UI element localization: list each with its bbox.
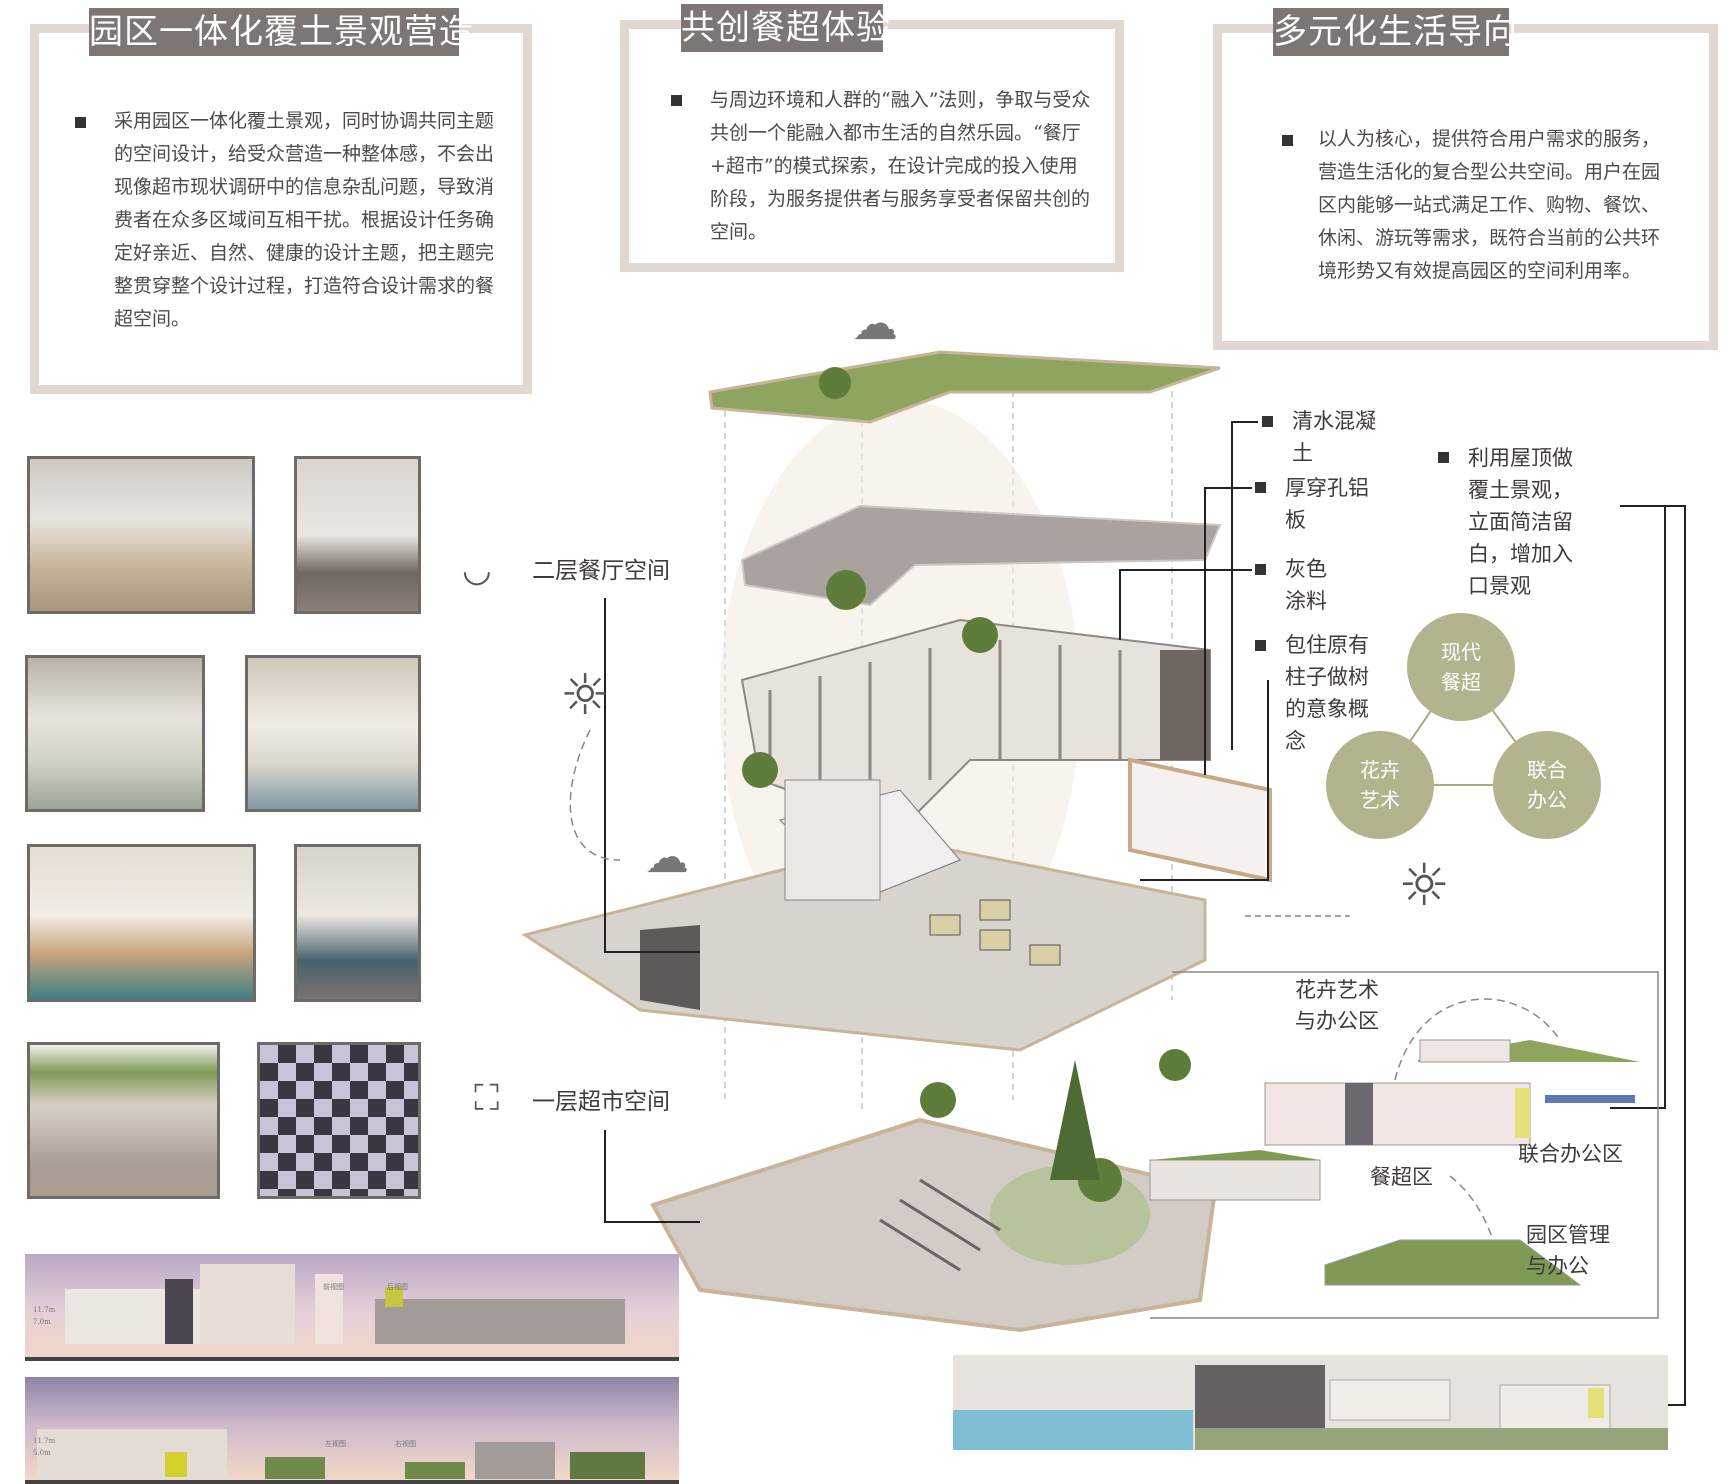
material-label: 灰色涂料 [1285, 557, 1327, 613]
elevation-view-label: 后视图 [387, 1283, 408, 1291]
concept-label: 花卉艺术 [1360, 758, 1400, 812]
elevation-level: 7.0m [33, 1318, 51, 1326]
bullet-icon [1255, 564, 1266, 575]
concept-flower-art: 花卉艺术 [1326, 731, 1434, 839]
interior-render [27, 844, 256, 1002]
panel-landscape: 采用园区一体化覆土景观，同时协调共同主题的空间设计，给受众营造一种整体感，不会出… [30, 24, 532, 394]
bullet-icon [1282, 135, 1293, 146]
zone-label: 园区管理与办公 [1526, 1223, 1610, 1278]
interior-render [294, 456, 421, 614]
interior-render [245, 655, 421, 812]
zone-label: 餐超区 [1370, 1165, 1433, 1189]
sun-icon: ☼ [560, 663, 611, 728]
concept-modern-dining-market: 现代餐超 [1407, 613, 1515, 721]
zone-label: 联合办公区 [1518, 1142, 1623, 1166]
panel-title: 共创餐超体验 [681, 4, 890, 52]
bullet-icon [1438, 452, 1449, 463]
rain-cloud-icon: ☁ [645, 832, 689, 883]
bullet-icon [1262, 416, 1273, 427]
shopping-basket-icon: ⛶ [474, 1078, 500, 1119]
elevation-view-label: 右视图 [395, 1440, 416, 1448]
elevation-level: 5.0m [33, 1449, 51, 1457]
bullet-icon [1255, 640, 1266, 651]
noodle-bowl-icon: ◡ [462, 550, 492, 590]
elevation-view-label: 左视图 [325, 1440, 346, 1448]
bullet-icon [1255, 482, 1266, 493]
panel-body: 与周边环境和人群的“融入”法则，争取与受众共创一个能融入都市生活的自然乐园。“餐… [710, 89, 1091, 243]
panel-body: 以人为核心，提供符合用户需求的服务，营造生活化的复合型公共空间。用户在园区内能够… [1318, 128, 1661, 282]
panel-title: 园区一体化覆土景观营造 [89, 8, 473, 56]
bullet-icon [75, 117, 86, 128]
elevation-level: 11.7m [33, 1306, 56, 1314]
panel-cocreate: 与周边环境和人群的“融入”法则，争取与受众共创一个能融入都市生活的自然乐园。“餐… [620, 20, 1124, 272]
material-label: 包住原有柱子做树的意象概念 [1285, 633, 1369, 753]
elevation-view-label: 前视图 [323, 1283, 344, 1291]
concept-label: 现代餐超 [1441, 640, 1481, 694]
interior-render [294, 844, 421, 1002]
elevation-front: 11.7m 7.0m 前视图 后视图 [25, 1254, 679, 1361]
elevation-level: 11.7m [33, 1437, 56, 1445]
roof-note: 利用屋顶做覆土景观，立面简洁留白，增加入口景观 [1468, 446, 1573, 598]
floor-label-lower: 一层超市空间 [532, 1089, 670, 1115]
panel-body: 采用园区一体化覆土景观，同时协调共同主题的空间设计，给受众营造一种整体感，不会出… [114, 110, 495, 330]
concept-cowork: 联合办公 [1493, 731, 1601, 839]
floor-label-upper: 二层餐厅空间 [532, 558, 670, 584]
sun-icon: ☼ [1398, 851, 1450, 919]
concept-label: 联合办公 [1527, 758, 1567, 812]
material-label: 厚穿孔铝板 [1285, 476, 1369, 532]
material-label: 清水混凝土 [1292, 409, 1376, 465]
panel-title: 多元化生活导向 [1273, 8, 1517, 56]
interior-render [27, 456, 255, 614]
interior-render [25, 655, 205, 812]
ceiling-render [257, 1042, 421, 1199]
rain-cloud-icon: ☁ [852, 296, 898, 350]
bullet-icon [671, 95, 682, 106]
exterior-render [27, 1042, 220, 1199]
panel-lifestyle: 以人为核心，提供符合用户需求的服务，营造生活化的复合型公共空间。用户在园区内能够… [1213, 24, 1718, 350]
zone-label: 花卉艺术与办公区 [1295, 978, 1379, 1033]
